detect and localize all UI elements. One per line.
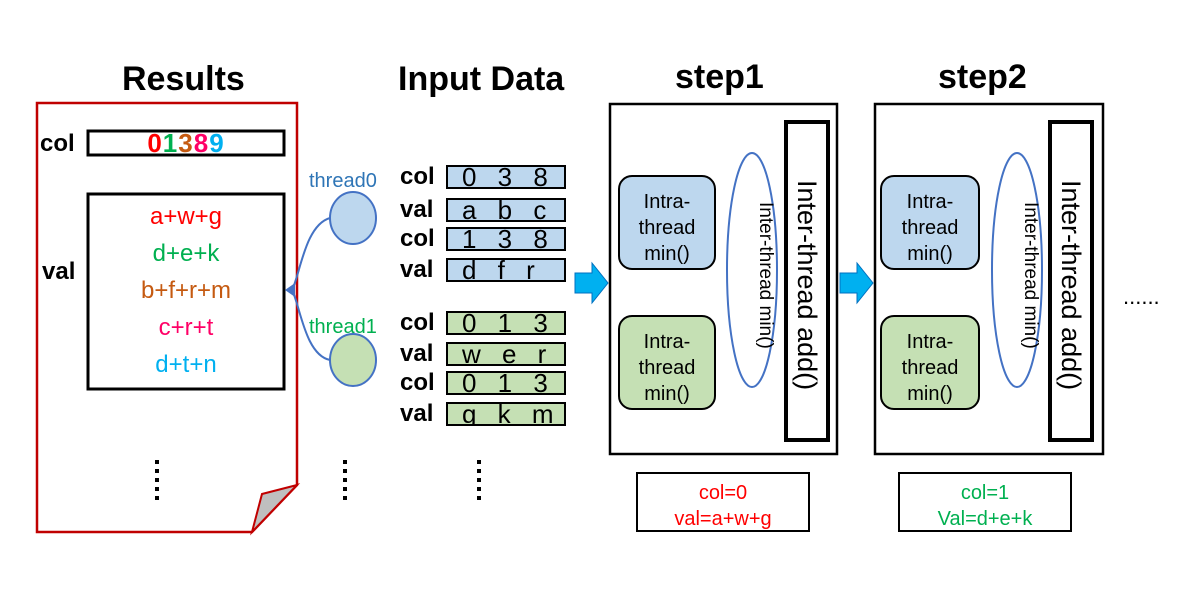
thread1-label: thread1	[309, 316, 377, 338]
thread0-label: thread0	[309, 170, 377, 192]
step2-intra-thread-min-blue: Intra- thread min()	[880, 175, 980, 270]
thread0-circle	[329, 191, 377, 245]
input-row-label: val	[400, 196, 434, 223]
thread1-circle	[329, 333, 377, 387]
results-col-digit: 0	[147, 128, 163, 158]
input-row-data: 0 1 3 8	[446, 311, 566, 335]
step1-result-val: val=a+w+g	[674, 508, 772, 530]
step1-intra-thread-min-blue: Intra- thread min()	[618, 175, 716, 270]
input-row-data: 1 3 8 9	[446, 227, 566, 251]
results-val-list: a+w+g d+e+k b+f+r+m c+r+t d+t+n	[86, 203, 286, 388]
input-row-label: val	[400, 400, 434, 427]
results-col-box	[86, 129, 286, 157]
step2-inter-thread-add-label: Inter-thread add()	[1056, 179, 1086, 391]
step2-intra-thread-min-green: Intra- thread min()	[880, 315, 980, 410]
results-more-dots	[155, 460, 159, 505]
step1-inter-thread-add-label: Inter-thread add()	[792, 179, 822, 391]
arrow-to-step2	[839, 261, 874, 305]
input-row-label: col	[400, 369, 435, 396]
results-val-line: a+w+g	[149, 203, 223, 230]
results-val-line: d+e+k	[152, 240, 220, 267]
results-val-line: d+t+n	[155, 351, 217, 378]
step1-result-col: col=0	[698, 482, 748, 504]
input-row-data: 0 3 8 9	[446, 165, 566, 189]
input-data-title: Input Data	[398, 60, 565, 98]
results-col-digit: 3	[178, 128, 194, 158]
input-row-data: w e r t	[446, 342, 566, 366]
step1-result-box: col=0 val=a+w+g	[636, 472, 810, 532]
input-row-data: g k m n	[446, 402, 566, 426]
input-row-label: col	[400, 309, 435, 336]
input-row-data: a b c d	[446, 198, 566, 222]
arrow-to-step1	[574, 261, 609, 305]
step1-inter-min-ellipse	[726, 152, 778, 388]
step2-title: step2	[938, 58, 1027, 96]
step2-result-col: col=1	[960, 482, 1010, 504]
input-row-label: val	[400, 340, 434, 367]
connector-arrowhead	[285, 283, 295, 297]
input-row-data: d f r t	[446, 258, 566, 282]
results-col-digit: 8	[193, 128, 210, 158]
results-val-line: c+r+t	[158, 314, 214, 341]
step2-result-val: Val=d+e+k	[937, 508, 1033, 530]
results-val-label: val	[42, 258, 76, 285]
step1-title: step1	[675, 58, 764, 96]
step2-inter-add-box	[1048, 120, 1094, 442]
results-val-line: b+f+r+m	[140, 277, 232, 304]
input-more-dots	[477, 460, 481, 505]
more-steps-ellipsis: ......	[1123, 284, 1160, 309]
input-row-label: col	[400, 163, 435, 190]
results-col-digit: 1	[162, 128, 179, 158]
step2-result-box: col=1 Val=d+e+k	[898, 472, 1072, 532]
results-title: Results	[122, 60, 245, 98]
results-col-label: col	[40, 130, 75, 157]
page-fold	[250, 483, 301, 536]
input-row-label: col	[400, 225, 435, 252]
results-col-digits: 01389	[88, 128, 284, 159]
results-val-box	[86, 192, 286, 391]
input-row-label: val	[400, 256, 434, 283]
step1-inter-add-box	[784, 120, 830, 442]
step1-intra-thread-min-green: Intra- thread min()	[618, 315, 716, 410]
step2-inter-min-ellipse	[991, 152, 1043, 388]
results-col-digit: 9	[209, 128, 225, 158]
threads-more-dots	[343, 460, 347, 505]
input-row-data: 0 1 3 9	[446, 371, 566, 395]
step1-inter-thread-min-label: Inter-thread min()	[755, 201, 776, 349]
step2-inter-thread-min-label: Inter-thread min()	[1020, 201, 1041, 349]
